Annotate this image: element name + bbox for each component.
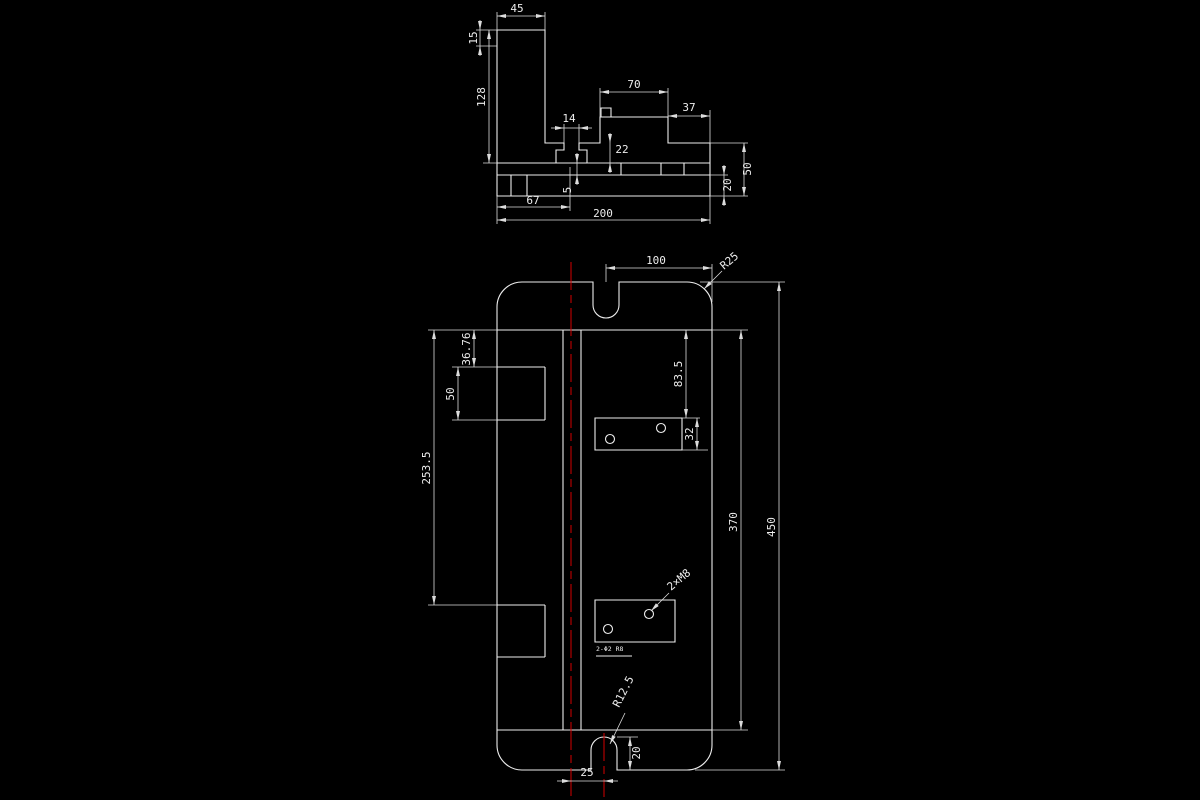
- dim-label-block-width: 70: [627, 78, 640, 91]
- dim-label-base-thickness: 20: [721, 178, 734, 191]
- leader-thread-callout: [650, 592, 670, 612]
- dim-label-overall-length: 450: [765, 517, 778, 537]
- pad-b-hole-left: [602, 623, 614, 635]
- side-view-dimensions: [476, 12, 748, 224]
- plan-internal-edges: [497, 329, 712, 731]
- dim-label-corner-radius: R25: [718, 250, 742, 273]
- side-view-labels: 45 15 128 70 37 14 22 5 67 200 20 50: [467, 2, 754, 220]
- plan-view-dimensions: [428, 264, 785, 783]
- plan-centerlines: [570, 262, 605, 797]
- side-internal-edges: [497, 107, 710, 196]
- plan-view-geometry: [496, 281, 713, 771]
- dim-label-overall-width: 200: [593, 207, 613, 220]
- dim-label-pocket-width: 50: [444, 387, 457, 400]
- dim-label-col-width: 45: [510, 2, 523, 15]
- dim-label-pocket-pitch: 253.5: [420, 451, 433, 484]
- dim-label-cap-height: 15: [467, 31, 480, 44]
- dim-label-thread-callout: 2×M8: [665, 566, 694, 593]
- plan-outline: [496, 281, 713, 771]
- dim-label-notch-to-edge: 100: [646, 254, 666, 267]
- dim-label-rib: 5: [561, 187, 574, 194]
- side-view-geometry: [496, 29, 711, 197]
- dim-label-center-offset: 25: [580, 766, 593, 779]
- leader-notch-radius: [609, 712, 626, 745]
- dim-label-notch-radius: R12.5: [610, 674, 637, 709]
- side-outline: [496, 29, 711, 197]
- leader-corner-radius: [703, 270, 723, 290]
- dim-label-notch-depth: 20: [630, 746, 643, 759]
- plan-extension-lines: [428, 264, 785, 771]
- pad-a-hole-right: [655, 422, 667, 434]
- dim-label-block-to-edge: 37: [682, 101, 695, 114]
- dim-label-edge-height: 50: [741, 162, 754, 175]
- pad-a-hole-left: [604, 433, 616, 445]
- pad-b-hole-right: [643, 608, 655, 620]
- dim-label-pad-width: 32: [683, 427, 696, 440]
- dim-label-inner-length: 370: [727, 512, 740, 532]
- plan-view-labels: 100 R25 36.76 50 253.5 83.5 32 370 450 2…: [420, 250, 778, 779]
- side-view: 45 15 128 70 37 14 22 5 67 200 20 50: [467, 2, 754, 224]
- plan-view: 100 R25 36.76 50 253.5 83.5 32 370 450 2…: [420, 250, 785, 797]
- dim-label-slot-opening: 14: [562, 112, 576, 125]
- dim-label-pad-offset: 83.5: [672, 361, 685, 388]
- dim-label-column-height: 128: [475, 87, 488, 107]
- dim-label-slot-depth: 22: [615, 143, 628, 156]
- dim-label-pocket-offset: 36.76: [460, 332, 473, 365]
- side-extension-lines: [476, 12, 748, 224]
- dim-label-left-segment: 67: [526, 194, 539, 207]
- dim-label-hole-note: 2-Φ2 R8: [596, 645, 623, 653]
